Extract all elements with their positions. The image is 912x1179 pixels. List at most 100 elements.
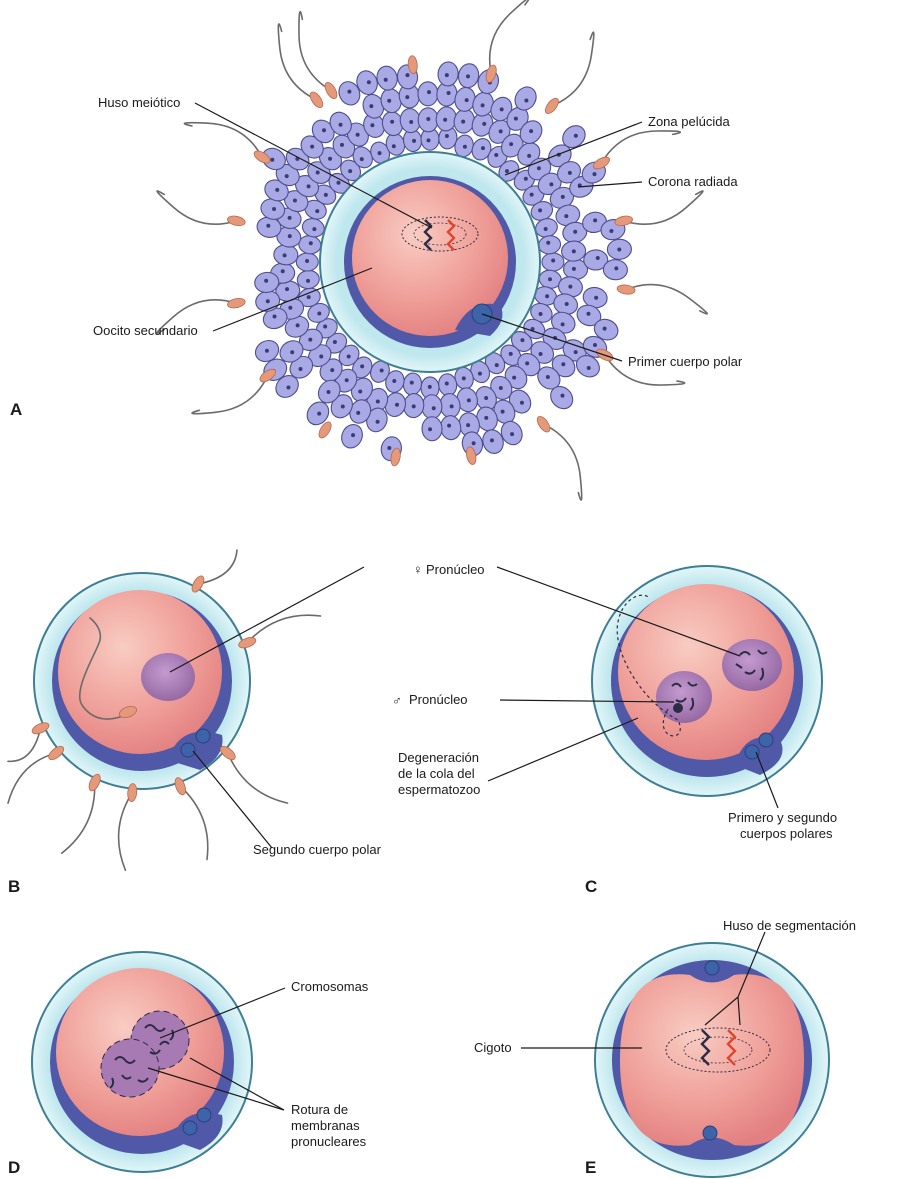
corona-cell-nucleus	[571, 249, 576, 254]
corona-cell-nucleus	[409, 380, 414, 385]
label-rotura-1: Rotura de	[291, 1102, 348, 1117]
corona-cell-nucleus	[466, 423, 471, 428]
leader-huso	[194, 102, 433, 229]
corona-cell-nucleus	[519, 400, 524, 405]
polar-body-d-1	[182, 1120, 198, 1136]
corona-cell-nucleus	[592, 342, 597, 347]
corona-cell-nucleus	[536, 166, 541, 171]
sperm-tail	[191, 374, 269, 415]
corona-cell-nucleus	[549, 182, 554, 187]
sperm-head	[88, 773, 101, 792]
sperm-head	[390, 447, 401, 467]
sperm-tail	[156, 298, 238, 334]
corona-cell-nucleus	[317, 311, 322, 316]
corona-cell-nucleus	[431, 406, 436, 411]
male-symbol: ♂	[392, 693, 402, 708]
corona-cell-nucleus	[317, 411, 322, 416]
sperm-head	[238, 637, 257, 649]
corona-cell-nucleus	[498, 129, 503, 134]
corona-cell-nucleus	[545, 294, 550, 299]
sperm-tail	[226, 752, 289, 804]
sperm-tail	[488, 0, 530, 75]
leader-rotura-2	[189, 1057, 285, 1111]
corona-cell-nucleus	[446, 90, 451, 95]
corona-cell-nucleus	[330, 368, 335, 373]
corona-cell-nucleus	[292, 198, 297, 203]
corona-cell-nucleus	[338, 122, 343, 127]
label-polares-2: cuerpos polares	[740, 826, 833, 841]
leader-segundo-cuerpo	[192, 750, 273, 849]
female-pronucleus-b	[141, 653, 195, 701]
corona-cell-nucleus	[484, 396, 489, 401]
corona-cell-nucleus	[287, 234, 292, 239]
corona-cell-nucleus	[609, 229, 614, 234]
sperm-head	[616, 284, 636, 295]
leader-huso-seg-b	[737, 996, 741, 1026]
leader-cromosomas	[159, 987, 286, 1039]
oocyte-cytoplasm-b	[58, 590, 222, 754]
label-cigoto: Cigoto	[474, 1040, 512, 1055]
corona-cell-nucleus	[264, 348, 269, 353]
corona-cell	[514, 86, 537, 111]
female-symbol: ♀	[413, 562, 423, 577]
leader-polares	[755, 751, 779, 809]
corona-cell-nucleus	[489, 438, 494, 443]
sperm-head	[614, 215, 633, 227]
corona-cell-nucleus	[272, 206, 277, 211]
corona-cell-nucleus	[312, 227, 317, 232]
corona-cell-nucleus	[310, 144, 315, 149]
leader-cuerpo	[481, 313, 623, 362]
sperm-head	[544, 97, 559, 114]
corona-cell-nucleus	[306, 184, 311, 189]
chromosomes-d	[109, 1024, 175, 1089]
corona-cell-nucleus	[573, 350, 578, 355]
panel-letter-c: C	[585, 877, 597, 896]
corona-cell-nucleus	[375, 399, 380, 404]
corona-cell-nucleus	[322, 128, 327, 133]
leader-degeneracion	[487, 717, 639, 782]
corona-cell-nucleus	[464, 98, 469, 103]
corona-cell-nucleus	[462, 144, 467, 149]
sperm-head	[174, 777, 186, 796]
corona-cell-nucleus	[538, 311, 543, 316]
corona-cell-nucleus	[498, 386, 503, 391]
corona-cell-nucleus	[499, 107, 504, 112]
corona-cell-nucleus	[264, 278, 269, 283]
corona-cell-nucleus	[494, 363, 499, 368]
corona-cell-nucleus	[444, 133, 449, 138]
corona-cell-nucleus	[305, 259, 310, 264]
corona-cell-nucleus	[426, 116, 431, 121]
corona-cell-nucleus	[480, 146, 485, 151]
corona-cell-nucleus	[529, 192, 534, 197]
polar-body-d-2	[196, 1107, 212, 1123]
corona-cell-nucleus	[286, 385, 291, 390]
corona-cell-nucleus	[383, 77, 388, 82]
corona-cell-nucleus	[543, 226, 548, 231]
label-rotura-3: pronucleares	[291, 1134, 367, 1149]
corona-cell-nucleus	[344, 378, 349, 383]
corona-cell-nucleus	[328, 156, 333, 161]
corona-cell	[421, 394, 443, 420]
corona-cell-nucleus	[461, 376, 466, 381]
corona-cell-nucleus	[288, 305, 293, 310]
corona-cell-nucleus	[428, 427, 433, 432]
corona-cell-nucleus	[391, 144, 396, 149]
sperm-tail	[179, 785, 209, 861]
corona-cell-nucleus	[510, 432, 515, 437]
sperm-head	[227, 297, 246, 309]
corona-cell-nucleus	[315, 209, 320, 214]
corona-cell-nucleus	[319, 354, 324, 359]
leader-corona	[577, 181, 643, 188]
corona-cell-nucleus	[360, 364, 365, 369]
panel-d: Cromosomas Rotura de membranas pronuclea…	[8, 951, 369, 1177]
sperm-head	[227, 215, 246, 227]
male-pronucleus-c	[656, 671, 712, 723]
corona-cell-nucleus	[592, 172, 597, 177]
corona-cell-nucleus	[480, 103, 485, 108]
sperm-head	[127, 783, 138, 802]
sperm-head	[407, 55, 418, 75]
corona-cell-nucleus	[494, 153, 499, 158]
corona-cell-nucleus	[359, 157, 364, 162]
corona-cell-nucleus	[411, 404, 416, 409]
corona-cell-nucleus	[573, 133, 578, 138]
